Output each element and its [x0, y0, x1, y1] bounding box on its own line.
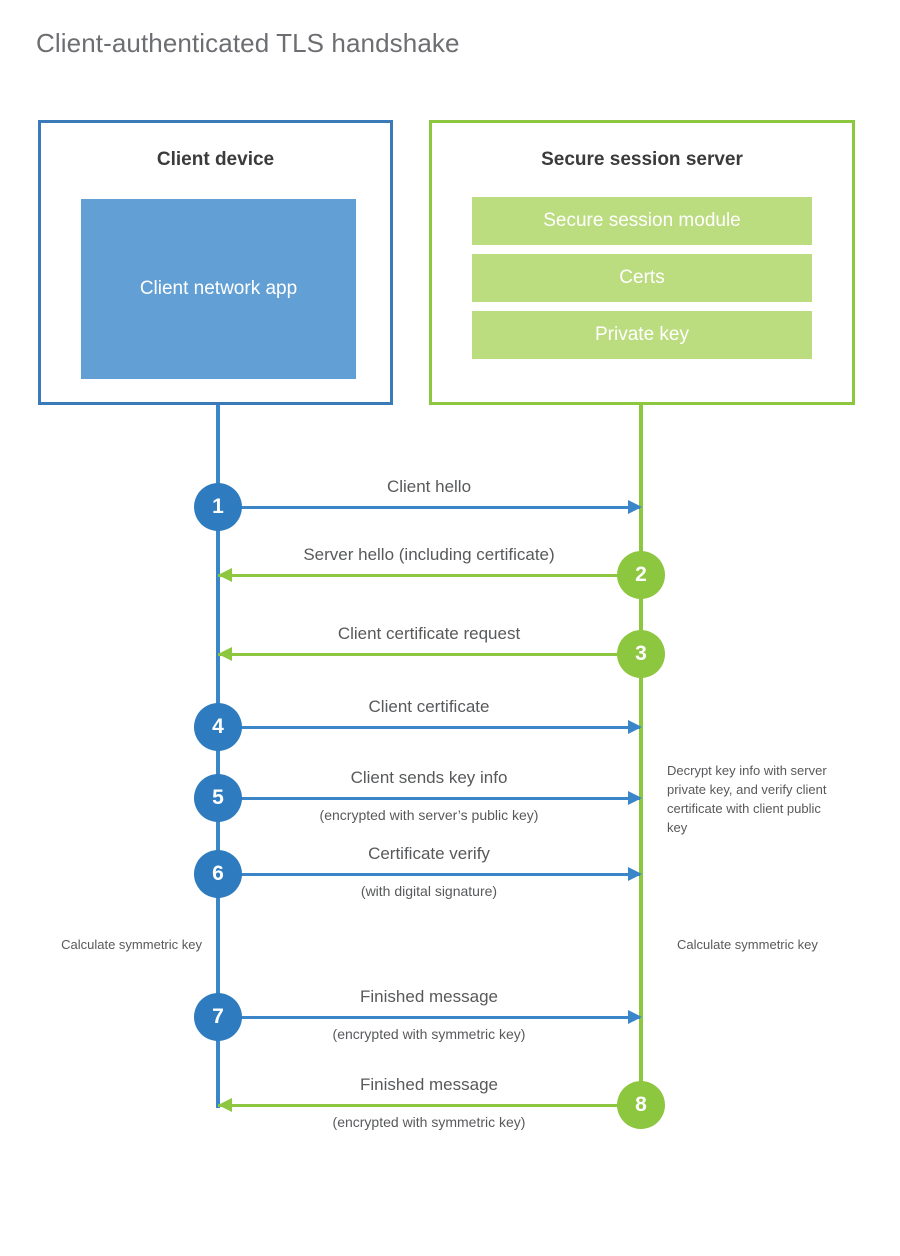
step-1-label: Client hello: [386, 477, 472, 496]
note-calculate-symmetric-key-server: Calculate symmetric key: [677, 937, 818, 952]
step-1-arrow-line: [218, 506, 640, 509]
step-8-badge: 8: [617, 1081, 665, 1129]
step-5-arrow-line: [218, 797, 640, 800]
server-module-certs: Certs: [472, 254, 812, 302]
note-calculate-symmetric-key-client: Calculate symmetric key: [61, 937, 202, 952]
step-8-arrow-head-icon: [218, 1098, 232, 1112]
step-3-badge: 3: [617, 630, 665, 678]
note-server-decrypt: Decrypt key info with server private key…: [667, 763, 827, 835]
client-lifeline: [216, 405, 220, 1108]
step-3-arrow-line: [218, 653, 640, 656]
step-6-sublabel: (with digital signature): [360, 883, 498, 899]
step-5-arrow-head-icon: [628, 791, 642, 805]
step-6-badge: 6: [194, 850, 242, 898]
step-6-arrow-head-icon: [628, 867, 642, 881]
step-6-label: Certificate verify: [368, 844, 490, 863]
step-8-sublabel: (encrypted with symmetric key): [332, 1114, 526, 1130]
step-4-arrow-head-icon: [628, 720, 642, 734]
step-8-label: Finished message: [360, 1075, 498, 1094]
page-title: Client-authenticated TLS handshake: [36, 28, 460, 58]
step-1-badge: 1: [194, 483, 242, 531]
secure-session-server-box: Secure session server Secure session mod…: [429, 120, 855, 405]
step-8-arrow-line: [218, 1104, 640, 1107]
step-7-arrow-line: [218, 1016, 640, 1019]
step-4-arrow-line: [218, 726, 640, 729]
step-3-label: Client certificate request: [337, 624, 521, 643]
step-5-label: Client sends key info: [350, 768, 508, 787]
step-2-badge: 2: [617, 551, 665, 599]
step-6-arrow-line: [218, 873, 640, 876]
step-1-arrow-head-icon: [628, 500, 642, 514]
client-device-title: Client device: [156, 149, 275, 170]
server-module-private-key: Private key: [472, 311, 812, 359]
step-2-arrow-line: [218, 574, 640, 577]
step-5-sublabel: (encrypted with server’s public key): [319, 807, 539, 823]
server-module-secure-session-module: Secure session module: [472, 197, 812, 245]
server-module-list: Secure session module Certs Private key: [472, 197, 812, 359]
step-2-label: Server hello (including certificate): [303, 545, 555, 564]
secure-session-server-title: Secure session server: [541, 149, 743, 170]
step-3-arrow-head-icon: [218, 647, 232, 661]
client-network-app-box: Client network app: [81, 199, 356, 379]
client-device-box: Client device Client network app: [38, 120, 393, 405]
step-5-badge: 5: [194, 774, 242, 822]
step-7-label: Finished message: [360, 987, 498, 1006]
step-2-arrow-head-icon: [218, 568, 232, 582]
step-4-badge: 4: [194, 703, 242, 751]
step-7-arrow-head-icon: [628, 1010, 642, 1024]
step-7-badge: 7: [194, 993, 242, 1041]
server-lifeline: [639, 405, 643, 1108]
step-7-sublabel: (encrypted with symmetric key): [332, 1026, 526, 1042]
step-4-label: Client certificate: [368, 697, 490, 716]
